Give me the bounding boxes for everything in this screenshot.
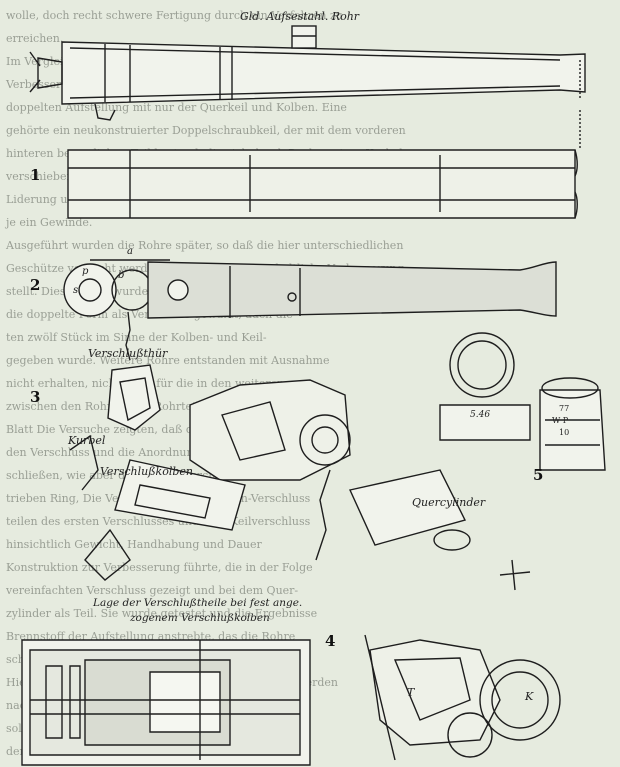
mark-b: b (118, 270, 125, 281)
background-text-line: erreichen. (6, 32, 64, 45)
figure-number-3: 3 (30, 388, 41, 406)
caption-crank: Kurbel (68, 434, 106, 447)
cylinder-stamp-2: W P (552, 416, 569, 425)
figure-2-cannon (63, 259, 557, 361)
figure-number-1: 1 (30, 166, 41, 184)
figure-4-assembly (21, 634, 561, 766)
background-text-line: ten zwölf Stück im Sinne der Kolben- und… (6, 331, 267, 344)
mark-t: T (407, 686, 415, 699)
caption-position-title-1: Lage der Verschlußtheile bei fest ange. (93, 597, 303, 609)
cylinder-stamp-3: 10 (559, 428, 570, 437)
background-text-line: gehörte ein neukonstruierter Doppelschra… (6, 124, 406, 137)
figure-3-parts (69, 364, 531, 591)
background-text-line: gegeben wurde. Weitere Rohre entstanden … (6, 354, 330, 367)
background-text-line: vereinfachten Verschluss gezeigt und bei… (6, 584, 299, 597)
caption-breech-piston: Verschlußkolben (100, 465, 193, 478)
figure-1-barrel-exterior (29, 25, 586, 121)
background-text-line: wolle, doch recht schwere Fertigung durc… (6, 9, 343, 22)
background-text-line: doppelten Aufstellung mit nur der Querke… (6, 101, 347, 114)
figure-number-5: 5 (533, 466, 544, 484)
caption-breech-door: Verschlußthür (88, 347, 168, 360)
cylinder-stamp-1: 77 (559, 404, 570, 413)
mark-a: a (127, 246, 133, 257)
figure-number-4: 4 (325, 632, 336, 650)
figure-number-2: 2 (30, 276, 41, 294)
figure-1-barrel-section (67, 110, 581, 219)
background-text-line: Ausgeführt wurden die Rohre später, so d… (6, 239, 404, 252)
figure-5-cylinder (439, 332, 606, 471)
background-text-line: Konstruktion zur Verbesserung führte, di… (6, 561, 313, 574)
background-text-line: hinsichtlich Gewicht, Handhabung und Dau… (6, 538, 262, 551)
mark-scale: 5.46 (470, 410, 491, 420)
mark-k: K (525, 690, 534, 703)
background-text-line: zylinder als Teil. Sie wurde getestet un… (6, 607, 318, 620)
caption-barrel-title: Gld. Aufsestahl. Rohr (240, 10, 360, 23)
mark-p: p (82, 266, 89, 277)
background-text-line: je ein Gewinde. (6, 216, 93, 229)
caption-position-title-2: zogenem Verschlußkolben (130, 612, 270, 624)
caption-cross-cylinder: Quercylinder (412, 496, 486, 509)
mark-s: s (73, 285, 79, 296)
